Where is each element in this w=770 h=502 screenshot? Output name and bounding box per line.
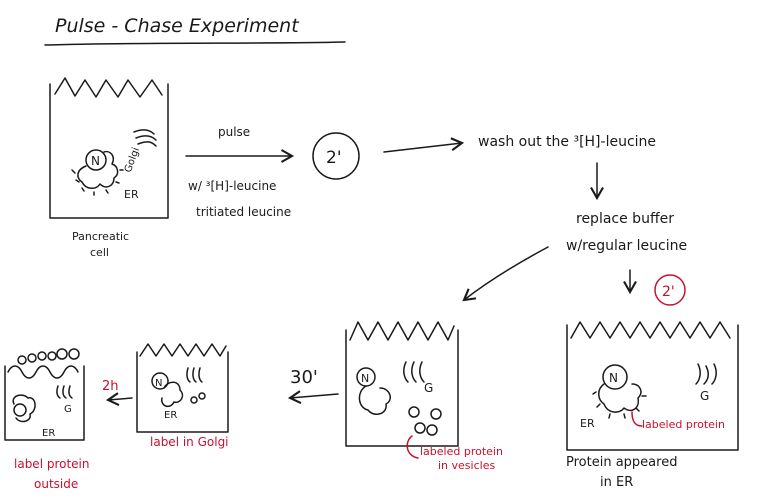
pancreatic-cell: N ER Golgi Pancreatic cell: [49, 77, 169, 259]
vesicle-icon: [426, 424, 438, 436]
svg-text:2': 2': [326, 148, 342, 168]
cell-golgi-stage: N ER label in Golgi: [136, 343, 229, 449]
nucleus-icon: [602, 364, 628, 390]
time-2h-label: 2h: [102, 379, 119, 394]
secreted-vesicle-icon: [37, 351, 47, 361]
svg-text:in vesicles: in vesicles: [438, 459, 495, 472]
arrow-2h: [105, 392, 133, 407]
time-30min-label: 30': [290, 367, 318, 388]
er-squiggle-icon: [598, 383, 642, 413]
svg-text:Protein appeared: Protein appeared: [566, 455, 677, 470]
svg-text:cell: cell: [90, 246, 109, 259]
label-in-golgi-label: label in Golgi: [150, 435, 229, 449]
svg-text:ER: ER: [124, 188, 139, 201]
title-underline: [44, 41, 346, 46]
cell-secreted-stage: G ER label protein outside: [4, 348, 90, 491]
time-2min-circle-1: 2': [312, 132, 360, 180]
golgi-icon: [56, 385, 73, 399]
golgi-icon: [403, 361, 425, 383]
cell-vesicle-stage: N G labeled protein in vesicles: [345, 321, 503, 472]
svg-text:G: G: [424, 381, 433, 395]
secreted-vesicle-icon: [17, 355, 27, 365]
vesicle-icon: [408, 406, 420, 418]
golgi-icon: [695, 363, 717, 385]
svg-text:outside: outside: [34, 477, 78, 491]
label-protein-outside-label: label protein: [14, 457, 90, 471]
wash-out-text: wash out the ³[H]-leucine: [478, 134, 656, 150]
diagonal-arrow: [462, 246, 549, 302]
svg-text:pulse: pulse: [218, 125, 250, 139]
secreted-vesicle-icon: [47, 351, 57, 361]
svg-text:N: N: [609, 371, 618, 385]
svg-text:in ER: in ER: [600, 475, 633, 490]
svg-text:2': 2': [662, 284, 675, 300]
secreted-vesicle-icon: [68, 348, 80, 360]
secreted-vesicle-icon: [56, 348, 68, 360]
svg-text:G: G: [700, 389, 709, 403]
replace-buffer-text: replace buffer: [576, 211, 674, 227]
cell-er-stage: N ER G labeled protein Protein appeared …: [566, 321, 739, 490]
nucleus-icon: [151, 372, 169, 390]
golgi-icon: [133, 129, 157, 147]
pulse-arrow: pulse w/ ³[H]-leucine tritiated leucine: [185, 125, 295, 219]
arrow-30: [287, 390, 339, 405]
page-title: Pulse - Chase Experiment: [55, 15, 300, 37]
svg-text:ER: ER: [580, 417, 595, 430]
svg-text:tritiated leucine: tritiated leucine: [196, 205, 291, 219]
time-2min-circle-2: 2': [654, 274, 686, 306]
svg-text:N: N: [91, 154, 100, 168]
svg-text:N: N: [155, 378, 162, 389]
regular-leucine-text: w/regular leucine: [566, 238, 687, 254]
svg-text:Golgi: Golgi: [123, 146, 142, 174]
svg-text:w/ ³[H]-leucine: w/ ³[H]-leucine: [188, 179, 276, 193]
er-squiggle-icon: [77, 150, 119, 189]
golgi-icon: [186, 367, 203, 383]
labeled-protein-er-label: labeled protein: [642, 418, 725, 431]
nucleus-icon: [13, 403, 27, 417]
svg-text:ER: ER: [42, 428, 55, 439]
labeled-protein-vesicles-label: labeled protein: [420, 445, 503, 458]
svg-text:G: G: [64, 404, 72, 415]
secreted-vesicle-icon: [27, 353, 37, 363]
nucleus-icon: [85, 149, 107, 171]
svg-text:Pancreatic: Pancreatic: [72, 230, 129, 243]
vesicle-icon: [430, 408, 442, 420]
vesicle-icon: [414, 422, 426, 434]
svg-text:N: N: [361, 372, 369, 385]
svg-text:ER: ER: [164, 410, 177, 421]
wash-arrow: [383, 137, 465, 153]
